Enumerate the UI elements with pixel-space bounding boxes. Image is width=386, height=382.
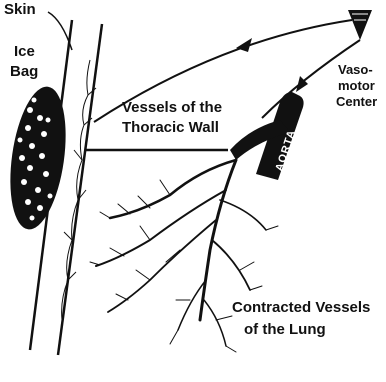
vasomotor-label-3: Center <box>336 94 377 109</box>
ice-bag-shape <box>2 83 74 233</box>
vessels-thoracic-label-1: Vessels of the <box>122 99 222 116</box>
vessels-thoracic-label-2: Thoracic Wall <box>122 119 219 136</box>
contracted-vessels-label-2: of the Lung <box>244 321 326 338</box>
bag-label: Bag <box>10 63 38 80</box>
vasomotor-label-1: Vaso- <box>338 62 373 77</box>
ice-label: Ice <box>14 43 35 60</box>
skin-label: Skin <box>4 1 36 18</box>
vasomotor-label-2: motor <box>338 78 375 93</box>
contracted-vessels-label-1: Contracted Vessels <box>232 299 370 316</box>
vasomotor-center-shape <box>348 10 372 40</box>
